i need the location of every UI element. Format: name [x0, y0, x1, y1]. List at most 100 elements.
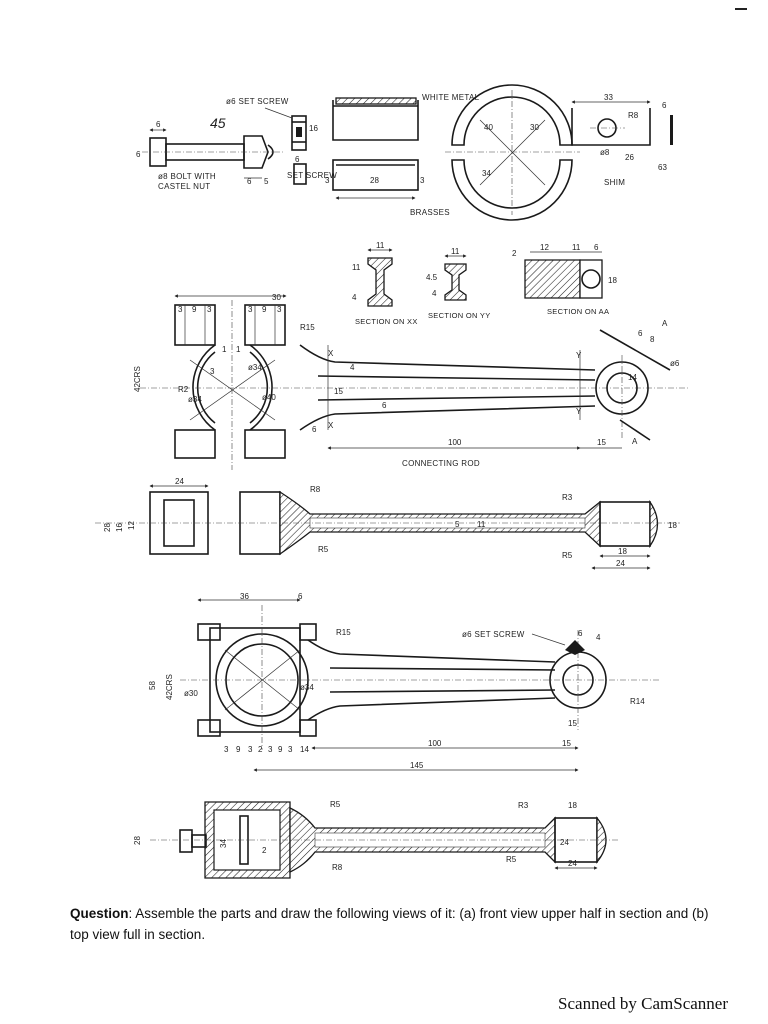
- assy-top-dim-18: 18: [568, 801, 577, 810]
- marker-y-top: Y: [576, 351, 582, 360]
- assy-r15-dim: R15: [336, 628, 351, 637]
- assy-top-r3: R3: [518, 801, 529, 810]
- assy-small-4: 4: [596, 633, 601, 642]
- cap-dim-12: 12: [127, 521, 136, 530]
- web-dim-5: 5: [455, 520, 460, 529]
- rod-top-dim-1: 3: [178, 305, 183, 314]
- brass-r30-dim: 30: [530, 123, 539, 132]
- rod-top-dim-3: 3: [207, 305, 212, 314]
- question-label: Question: [70, 906, 129, 921]
- assy-top-r5b: R5: [506, 855, 517, 864]
- marker-a-bottom: A: [632, 437, 638, 446]
- assy-top-dim-34: 34: [219, 839, 228, 848]
- question-text: Question: Assemble the parts and draw th…: [70, 903, 730, 945]
- bolt-dia-dim: 6: [136, 150, 141, 159]
- assy-total-dim: 145: [410, 761, 424, 770]
- bolt-head-dim: 6: [156, 120, 161, 129]
- rod-end-len-dim: 15: [597, 438, 606, 447]
- shim-width-dim: 33: [604, 93, 613, 102]
- shim-thk-dim: 63: [658, 163, 667, 172]
- shim-side-dim: 6: [662, 101, 667, 110]
- assy-small-15: 15: [568, 719, 577, 728]
- assembly-front-view: 36 6 R15 ø6 SET SCREW 58 42CRS ø30 ø34 R…: [148, 592, 660, 772]
- screw-len-dim: 16: [309, 124, 318, 133]
- camscanner-watermark: Scanned by CamScanner: [558, 994, 728, 1013]
- connecting-rod-view: 30 3 9 3 3 9 3 R15 42CRS R2 ø34 ø34 ø40 …: [133, 293, 690, 470]
- yy-dim-1: 11: [451, 247, 460, 256]
- bolt-label-2: CASTEL NUT: [158, 182, 211, 191]
- aa-dim-2: 12: [540, 243, 549, 252]
- white-metal-label: WHITE METAL: [422, 93, 480, 102]
- brass-end2-dim: 3: [420, 176, 425, 185]
- aa-dim-5: 18: [608, 276, 617, 285]
- rod-top-view: 24 28 16 12 R8 R5 R3 R5 5 11 18 24 18: [95, 477, 680, 570]
- assy-top-r5: R5: [330, 800, 341, 809]
- section-yy-label: SECTION ON YY: [428, 311, 491, 320]
- assy-set-screw-label: ø6 SET SCREW: [462, 630, 525, 639]
- cap-dim-16: 16: [115, 523, 124, 532]
- marker-a-top: A: [662, 319, 668, 328]
- shim-part: 33 R8 ø8 26 6 63 SHIM: [571, 93, 673, 187]
- shim-label: SHIM: [604, 178, 625, 187]
- top-r8-dim: R8: [310, 485, 321, 494]
- assembly-top-view: R5 R3 R8 R5 18 28 34 2 24 24: [133, 800, 620, 879]
- cap-width-dim: 24: [175, 477, 184, 486]
- rod-small-dim-4: 6: [382, 401, 387, 410]
- rod-centres-dim: 42CRS: [133, 366, 142, 392]
- rod-small-end-2: 8: [650, 335, 655, 344]
- web-dim-11: 11: [477, 520, 486, 529]
- rod-small-end-4: ø6: [670, 359, 680, 368]
- section-xx: 11 11 4 SECTION ON XX: [352, 241, 418, 326]
- rod-bore-34-dim: ø34: [188, 395, 202, 404]
- assy-r14-dim: R14: [630, 697, 645, 706]
- set-screw-label: ø6 SET SCREW: [226, 97, 289, 106]
- brasses-label: BRASSES: [410, 208, 450, 217]
- rod-small-dim-2: 6: [312, 425, 317, 434]
- top-small-end-18b: 18: [668, 521, 677, 530]
- xx-dim-1: 11: [376, 241, 385, 250]
- assy-top-dim-24: 24: [568, 859, 577, 868]
- top-r5-dim: R5: [318, 545, 329, 554]
- white-metal-brass: WHITE METAL 28 3 3 BRASSES: [325, 93, 480, 217]
- rod-top-dim-5: 9: [262, 305, 267, 314]
- yy-dim-3: 4: [432, 289, 437, 298]
- top-r5b-dim: R5: [562, 551, 573, 560]
- scan-corner-mark: [735, 8, 747, 10]
- rod-small-dim-1: 4: [350, 363, 355, 372]
- yy-dim-2: 4.5: [426, 273, 438, 282]
- cap-dim-28: 28: [103, 523, 112, 532]
- section-xx-label: SECTION ON XX: [355, 317, 418, 326]
- marker-x-bottom: X: [328, 421, 334, 430]
- assy-dim-42crs: 42CRS: [165, 674, 174, 700]
- assy-bot-dim-3: 3: [248, 745, 253, 754]
- assy-top-r8: R8: [332, 863, 343, 872]
- marker-x-top: X: [328, 349, 334, 358]
- screw-end-dim: 6: [295, 155, 300, 164]
- brass-r40-dim: 40: [484, 123, 493, 132]
- bolt-end2-dim: 5: [264, 177, 269, 186]
- section-yy: 11 4.5 4 SECTION ON YY: [426, 247, 491, 320]
- brass-r34-dim: 34: [482, 169, 491, 178]
- assy-bot-dim-5: 3: [268, 745, 273, 754]
- bolt-part: 6 6 6 5 ø8 BOLT WITH CASTEL NUT 45: [136, 115, 285, 191]
- set-screw-part: ø6 SET SCREW 16 6 SET SCREW: [226, 97, 337, 185]
- rod-dim-1: 1: [222, 345, 227, 354]
- assy-top-dim-2: 2: [262, 846, 267, 855]
- assy-end-len-dim: 15: [562, 739, 571, 748]
- brass-end-view: 40 30 34: [445, 84, 580, 221]
- assy-bore-34: ø34: [300, 683, 314, 692]
- top-r3-dim: R3: [562, 493, 573, 502]
- assy-bot-dim-6: 9: [278, 745, 283, 754]
- assy-bot-dim-7: 3: [288, 745, 293, 754]
- bolt-end-dim: 6: [247, 177, 252, 186]
- shim-r-dim: R8: [628, 111, 639, 120]
- bolt-label: ø8 BOLT WITH: [158, 172, 216, 181]
- xx-dim-3: 4: [352, 293, 357, 302]
- section-aa: 2 12 11 6 18 SECTION ON AA: [512, 243, 617, 316]
- assy-bot-dim-4: 2: [258, 745, 263, 754]
- aa-dim-4: 6: [594, 243, 599, 252]
- rod-top-dim-6: 3: [277, 305, 282, 314]
- connecting-rod-title: CONNECTING ROD: [402, 459, 480, 468]
- assy-small-6: 6: [578, 629, 583, 638]
